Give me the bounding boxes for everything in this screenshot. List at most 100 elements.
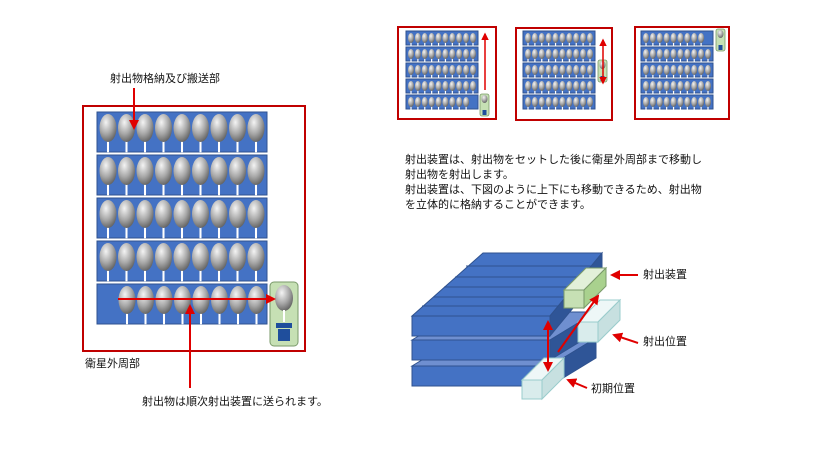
projectile: [670, 97, 677, 110]
projectile: [684, 49, 691, 62]
projectile: [442, 81, 449, 94]
projectile: [559, 33, 566, 46]
projectile: [414, 49, 421, 62]
projectile: [428, 81, 435, 94]
projectile: [587, 65, 593, 78]
projectile: [442, 49, 449, 62]
projectile: [566, 33, 573, 46]
projectile: [136, 200, 154, 239]
projectile-tray: [522, 62, 596, 78]
projectile: [414, 81, 421, 94]
projectile: [173, 200, 191, 239]
projectile: [408, 33, 414, 46]
projectile: [414, 97, 421, 110]
projectile: [428, 33, 435, 46]
projectile: [649, 81, 656, 94]
description-line: 射出物を射出します。: [405, 168, 514, 181]
projectile: [670, 81, 677, 94]
projectile: [428, 49, 435, 62]
projectile: [643, 49, 649, 62]
projectile: [99, 200, 117, 239]
projectile: [414, 33, 421, 46]
projectile: [677, 33, 684, 46]
projectile: [531, 49, 538, 62]
projectile: [677, 81, 684, 94]
storage-section-label: 射出物格納及び搬送部: [110, 72, 220, 85]
projectile: [559, 65, 566, 78]
projectile: [192, 200, 209, 239]
projectile: [99, 114, 117, 153]
projectile: [435, 65, 442, 78]
projectile: [435, 33, 442, 46]
projectile: [545, 81, 552, 94]
projectile: [421, 49, 428, 62]
projectile: [155, 114, 172, 153]
projectile: [566, 81, 573, 94]
projectile: [663, 33, 670, 46]
projectile: [531, 81, 538, 94]
launch-position-label: 射出位置: [643, 335, 687, 348]
projectile: [456, 49, 463, 62]
projectile: [463, 49, 470, 62]
projectile: [670, 33, 677, 46]
storage-frame: [82, 105, 306, 352]
projectile: [449, 33, 456, 46]
projectile: [247, 243, 265, 282]
projectile: [449, 81, 456, 94]
projectile: [525, 33, 531, 46]
projectile: [573, 81, 580, 94]
projectile: [463, 33, 470, 46]
projectile: [691, 33, 698, 46]
projectile: [136, 243, 154, 282]
projectile: [428, 65, 435, 78]
projectile: [456, 33, 463, 46]
projectile: [643, 65, 649, 78]
projectile-tray: [96, 197, 268, 239]
projectile: [573, 33, 580, 46]
projectile: [587, 97, 593, 110]
projectile: [663, 49, 670, 62]
projectile: [670, 49, 677, 62]
projectile: [580, 97, 587, 110]
projectile: [118, 243, 135, 282]
projectile: [691, 65, 698, 78]
projectile: [192, 114, 209, 153]
projectile: [656, 33, 663, 46]
projectile: [408, 81, 414, 94]
launcher-label: 射出装置: [643, 268, 687, 281]
main-trays: [96, 111, 268, 325]
projectile: [155, 157, 172, 196]
projectile: [663, 65, 670, 78]
projectile: [210, 243, 228, 282]
projectile: [229, 157, 246, 196]
projectile: [531, 65, 538, 78]
projectile: [698, 33, 705, 46]
projectile: [698, 49, 705, 62]
projectile: [649, 97, 656, 110]
projectile: [449, 97, 456, 110]
projectile-tray: [522, 46, 596, 62]
projectile-tray: [405, 62, 479, 78]
description-line: を立体的に格納することができます。: [405, 198, 591, 211]
projectile: [643, 81, 649, 94]
projectile-tray: [522, 30, 596, 46]
thumb-frame-1: [397, 26, 497, 120]
projectile: [677, 49, 684, 62]
projectile: [210, 114, 228, 153]
projectile: [698, 97, 705, 110]
projectile: [573, 97, 580, 110]
projectile: [566, 49, 573, 62]
projectile: [559, 97, 566, 110]
projectile: [442, 33, 449, 46]
projectile: [229, 243, 246, 282]
projectile: [552, 81, 559, 94]
projectile: [573, 49, 580, 62]
arrow-launch-position-label: [612, 332, 639, 344]
projectile: [538, 97, 545, 110]
projectile: [552, 65, 559, 78]
projectile: [545, 65, 552, 78]
projectile: [414, 65, 421, 78]
projectile: [587, 81, 593, 94]
projectile: [442, 97, 449, 110]
